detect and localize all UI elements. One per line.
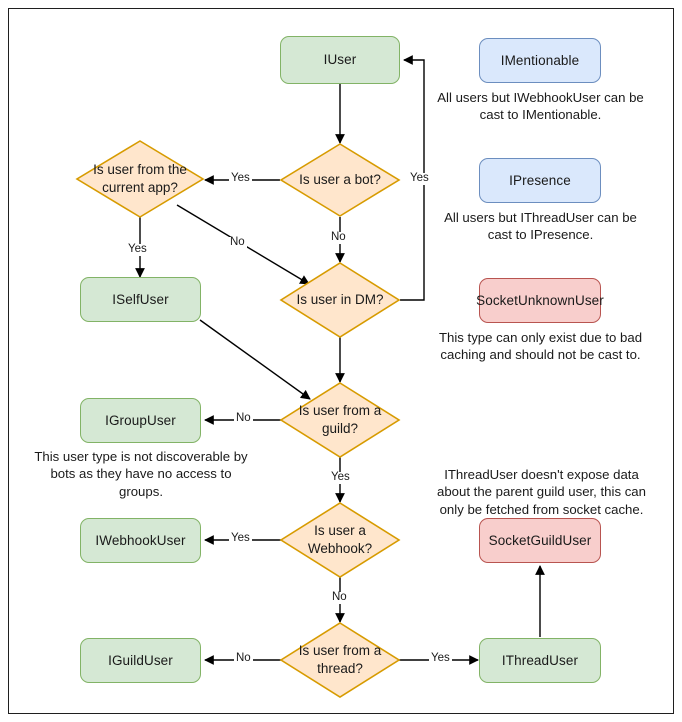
node-is-user-in-dm[interactable]: Is user in DM?: [279, 262, 401, 338]
node-iguilduser-label: IGuildUser: [108, 652, 173, 668]
edge-iselfuser-to-is-from-guild: [199, 319, 311, 400]
edge-label-current-app-yes: Yes: [126, 243, 149, 256]
note-socketunknownuser: This type can only exist due to bad cach…: [438, 330, 643, 363]
node-is-user-from-guild[interactable]: Is user from a guild?: [279, 382, 401, 458]
edge-label-guild-yes: Yes: [329, 471, 352, 484]
node-iuser[interactable]: IUser: [280, 36, 400, 84]
node-iwebhookuser-label: IWebhookUser: [95, 532, 186, 548]
edge-label-bot-yes: Yes: [229, 172, 252, 185]
edge-label-thread-no: No: [234, 652, 253, 665]
node-ipresence-label: IPresence: [509, 172, 571, 188]
edge-label-guild-no: No: [234, 412, 253, 425]
edge-label-current-app-no: No: [228, 236, 247, 249]
node-socketunknownuser[interactable]: SocketUnknownUser: [476, 278, 604, 323]
edge-label-bot-no: No: [329, 231, 348, 244]
node-ithreaduser-label: IThreadUser: [501, 652, 579, 668]
node-socketunknownuser-label: SocketUnknownUser: [476, 292, 604, 308]
edge-label-webhook-no: No: [330, 591, 349, 604]
node-iguilduser[interactable]: IGuildUser: [80, 638, 201, 683]
note-ithreaduser: IThreadUser doesn't expose data about th…: [437, 467, 646, 517]
node-ipresence[interactable]: IPresence: [479, 158, 601, 203]
node-igroupuser-label: IGroupUser: [105, 412, 176, 428]
node-iselfuser-label: ISelfUser: [112, 291, 169, 307]
note-imentionable: All users but IWebhookUser can be cast t…: [437, 90, 644, 123]
node-iwebhookuser[interactable]: IWebhookUser: [80, 518, 201, 563]
note-igroupuser: This user type is not discoverable by bo…: [34, 449, 248, 499]
node-iuser-label: IUser: [323, 52, 357, 68]
node-is-user-a-webhook[interactable]: Is user a Webhook?: [279, 502, 401, 578]
note-ipresence: All users but IThreadUser can be cast to…: [444, 210, 637, 243]
node-imentionable[interactable]: IMentionable: [479, 38, 601, 83]
node-ithreaduser[interactable]: IThreadUser: [479, 638, 601, 683]
node-igroupuser[interactable]: IGroupUser: [80, 398, 201, 443]
edge-label-dm-yes: Yes: [408, 172, 431, 185]
node-socketguilduser[interactable]: SocketGuildUser: [479, 518, 601, 563]
node-iselfuser[interactable]: ISelfUser: [80, 277, 201, 322]
node-is-user-a-bot[interactable]: Is user a bot?: [279, 143, 401, 217]
node-is-user-from-current-app[interactable]: Is user from the current app?: [75, 140, 205, 218]
edge-label-webhook-yes: Yes: [229, 532, 252, 545]
node-is-user-from-thread[interactable]: Is user from a thread?: [279, 622, 401, 698]
node-imentionable-label: IMentionable: [500, 52, 580, 68]
edge-label-thread-yes: Yes: [429, 652, 452, 665]
node-socketguilduser-label: SocketGuildUser: [488, 532, 592, 548]
